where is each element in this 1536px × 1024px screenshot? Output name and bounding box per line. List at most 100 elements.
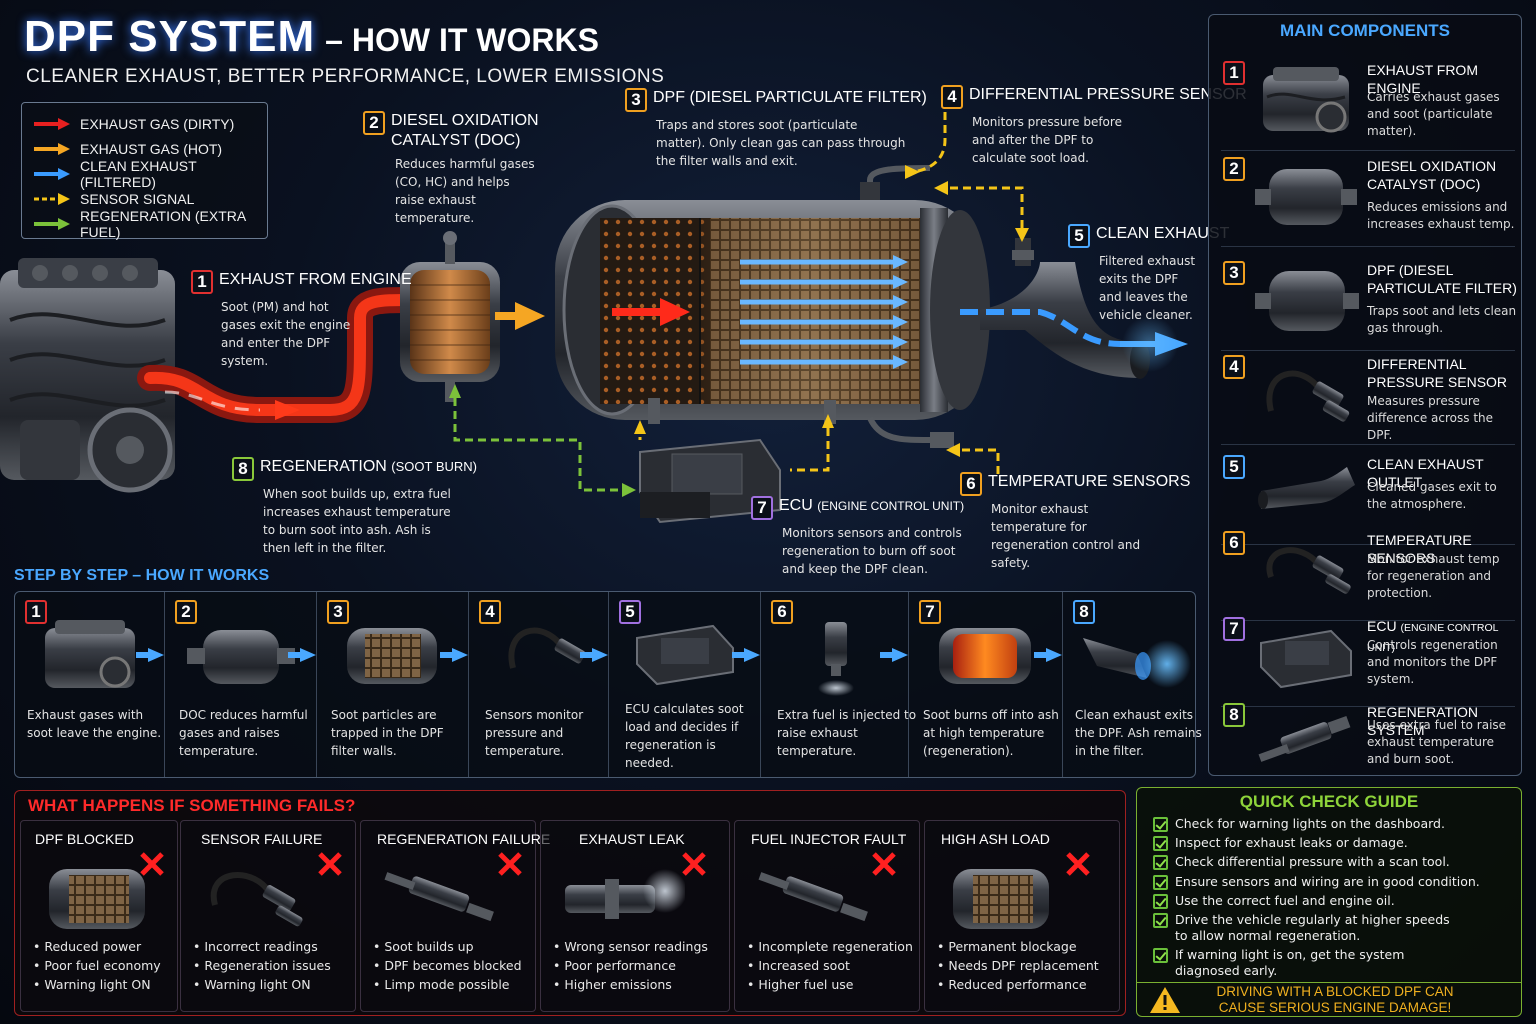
- component-desc: Traps soot and lets clean gas through.: [1367, 304, 1517, 335]
- component-desc: Uses extra fuel to raise exhaust tempera…: [1367, 718, 1507, 766]
- failure-point: Soot builds up: [373, 937, 522, 956]
- warning-text: DRIVING WITH A BLOCKED DPF CAN CAUSE SER…: [1216, 983, 1454, 1015]
- orange-arrow-icon: [34, 142, 70, 155]
- callout-title: REGENERATION: [260, 458, 387, 475]
- legend: EXHAUST GAS (DIRTY) EXHAUST GAS (HOT) CL…: [21, 102, 268, 240]
- failure-card: SENSOR FAILURE Incorrect readingsRegener…: [180, 820, 356, 1012]
- failure-card: HIGH ASH LOAD Permanent blockageNeeds DP…: [924, 820, 1120, 1012]
- main-components-panel: MAIN COMPONENTS 1 EXHAUST FROM ENGINE Ca…: [1208, 14, 1522, 776]
- component-title: TEMPERATURE SENSORS: [1367, 532, 1472, 566]
- dpf-filter-body: [555, 200, 990, 420]
- callout-body: Traps and stores soot (particulate matte…: [656, 118, 906, 168]
- component-title: DPF (DIESEL PARTICULATE FILTER): [1367, 262, 1517, 296]
- callout-body: Soot (PM) and hot gases exit the engine …: [221, 300, 351, 368]
- dpf-system-diagram: [0, 112, 1188, 524]
- component-title-small: (ENGINE CONTROL UNIT): [1367, 622, 1499, 654]
- fuel-injector-icon: [818, 622, 854, 696]
- check-item: Check differential pressure with a scan …: [1153, 854, 1515, 870]
- warning-triangle-icon: [1150, 987, 1180, 1013]
- legend-label: REGENERATION (EXTRA FUEL): [80, 207, 246, 240]
- step-item: 4 Sensors monitor pressure and temperatu…: [469, 592, 609, 777]
- failure-point: Warning light ON: [33, 975, 161, 994]
- dpf-canister-icon: [1255, 271, 1359, 331]
- engine-icon: [45, 620, 135, 688]
- warning-bar: DRIVING WITH A BLOCKED DPF CAN CAUSE SER…: [1137, 982, 1521, 1016]
- pressure-sensor-icon: [1266, 370, 1350, 422]
- component-title: DIESEL OXIDATION CATALYST (DOC): [1367, 158, 1497, 192]
- step-item: 8 Clean exhaust exits the DPF. Ash remai…: [1063, 592, 1202, 777]
- step-item: 1 Exhaust gases with soot leave the engi…: [15, 592, 165, 777]
- check-item: Inspect for exhaust leaks or damage.: [1153, 835, 1515, 851]
- checkbox-icon: [1153, 894, 1168, 909]
- component-item: 2 DIESEL OXIDATION CATALYST (DOC) Reduce…: [1221, 151, 1515, 247]
- callout-title: DIFFERENTIAL PRESSURE SENSOR: [969, 86, 1247, 103]
- burning-filter-icon: [939, 628, 1031, 684]
- check-text: Check differential pressure with a scan …: [1175, 854, 1450, 869]
- step-number: 8: [1073, 600, 1095, 624]
- clean-outlet-pipe: [960, 262, 1188, 379]
- callout-title-line1: DIESEL OXIDATION: [391, 112, 539, 129]
- checkbox-icon: [1153, 875, 1168, 890]
- legend-item-clean: CLEAN EXHAUST (FILTERED): [34, 158, 255, 190]
- component-desc: Reduces emissions and increases exhaust …: [1367, 200, 1515, 231]
- callout-title: TEMPERATURE SENSORS: [988, 473, 1191, 490]
- step-item: 3 Soot particles are trapped in the DPF …: [317, 592, 469, 777]
- failure-title: REGENERATION FAILURE: [377, 831, 551, 847]
- check-item: Use the correct fuel and engine oil.: [1153, 893, 1515, 909]
- callout-number: 5: [1068, 224, 1090, 248]
- check-text: If warning light is on, get the system d…: [1175, 947, 1405, 978]
- failure-point: DPF becomes blocked: [373, 956, 521, 975]
- failure-card: DPF BLOCKED Reduced powerPoor fuel econo…: [20, 820, 178, 1012]
- red-arrow-icon: [34, 117, 70, 130]
- callout-body: Monitor exhaust temperature for regenera…: [991, 502, 1141, 570]
- fuel-injector-icon: [758, 872, 868, 922]
- x-mark-icon: [498, 852, 522, 876]
- checkbox-icon: [1153, 913, 1168, 928]
- callout-number: 2: [363, 111, 385, 135]
- failure-point: Poor performance: [553, 956, 708, 975]
- main-components-title: MAIN COMPONENTS: [1280, 21, 1450, 40]
- callout-title: EXHAUST FROM ENGINE: [219, 271, 412, 288]
- failure-point: Needs DPF replacement: [937, 956, 1098, 975]
- component-item: 7 ECU (ENGINE CONTROL UNIT) Controls reg…: [1221, 611, 1515, 707]
- component-number: 7: [1223, 617, 1245, 641]
- callout-number: 4: [941, 85, 963, 109]
- failure-card: EXHAUST LEAK Wrong sensor readingsPoor p…: [540, 820, 730, 1012]
- component-desc: Cleaned gases exit to the atmosphere.: [1367, 480, 1497, 511]
- legend-item-sensor: SENSOR SIGNAL: [34, 186, 255, 211]
- canister-icon: [1255, 169, 1357, 225]
- step-number: 1: [25, 600, 47, 624]
- green-arrow-icon: [34, 217, 70, 230]
- ecu-icon: [1260, 629, 1352, 689]
- callout-body: Reduces harmful gases (CO, HC) and helps…: [395, 157, 535, 225]
- x-mark-icon: [318, 852, 342, 876]
- page-title: DPF SYSTEM– HOW IT WORKS: [24, 12, 599, 62]
- callout-title-small: (SOOT BURN): [391, 459, 477, 474]
- step-text: Clean exhaust exits the DPF. Ash remains…: [1075, 708, 1202, 758]
- failure-point: Reduced performance: [937, 975, 1099, 994]
- step-number: 6: [771, 600, 793, 624]
- step-item: 2 DOC reduces harmful gases and raises t…: [165, 592, 317, 777]
- failure-point: Increased soot: [747, 956, 913, 975]
- failure-point: Warning light ON: [193, 975, 331, 994]
- failure-point: Wrong sensor readings: [553, 937, 708, 956]
- step-text: Soot burns off into ash at high temperat…: [923, 708, 1059, 758]
- step-by-step-title: STEP BY STEP – HOW IT WORKS: [14, 567, 270, 584]
- injector-icon: [1258, 715, 1351, 762]
- component-number: 3: [1223, 261, 1245, 285]
- blocked-filter-icon: [49, 869, 145, 929]
- step-by-step-panel: 1 Exhaust gases with soot leave the engi…: [14, 591, 1202, 778]
- failure-point: Permanent blockage: [937, 937, 1099, 956]
- x-mark-icon: [872, 852, 896, 876]
- component-item: 5 CLEAN EXHAUST OUTLET Cleaned gases exi…: [1221, 449, 1515, 545]
- component-number: 4: [1223, 355, 1245, 379]
- failures-title: WHAT HAPPENS IF SOMETHING FAILS?: [28, 796, 356, 815]
- step-number: 3: [327, 600, 349, 624]
- step-number: 4: [479, 600, 501, 624]
- component-desc: Monitor exhaust temp for regeneration an…: [1367, 552, 1500, 600]
